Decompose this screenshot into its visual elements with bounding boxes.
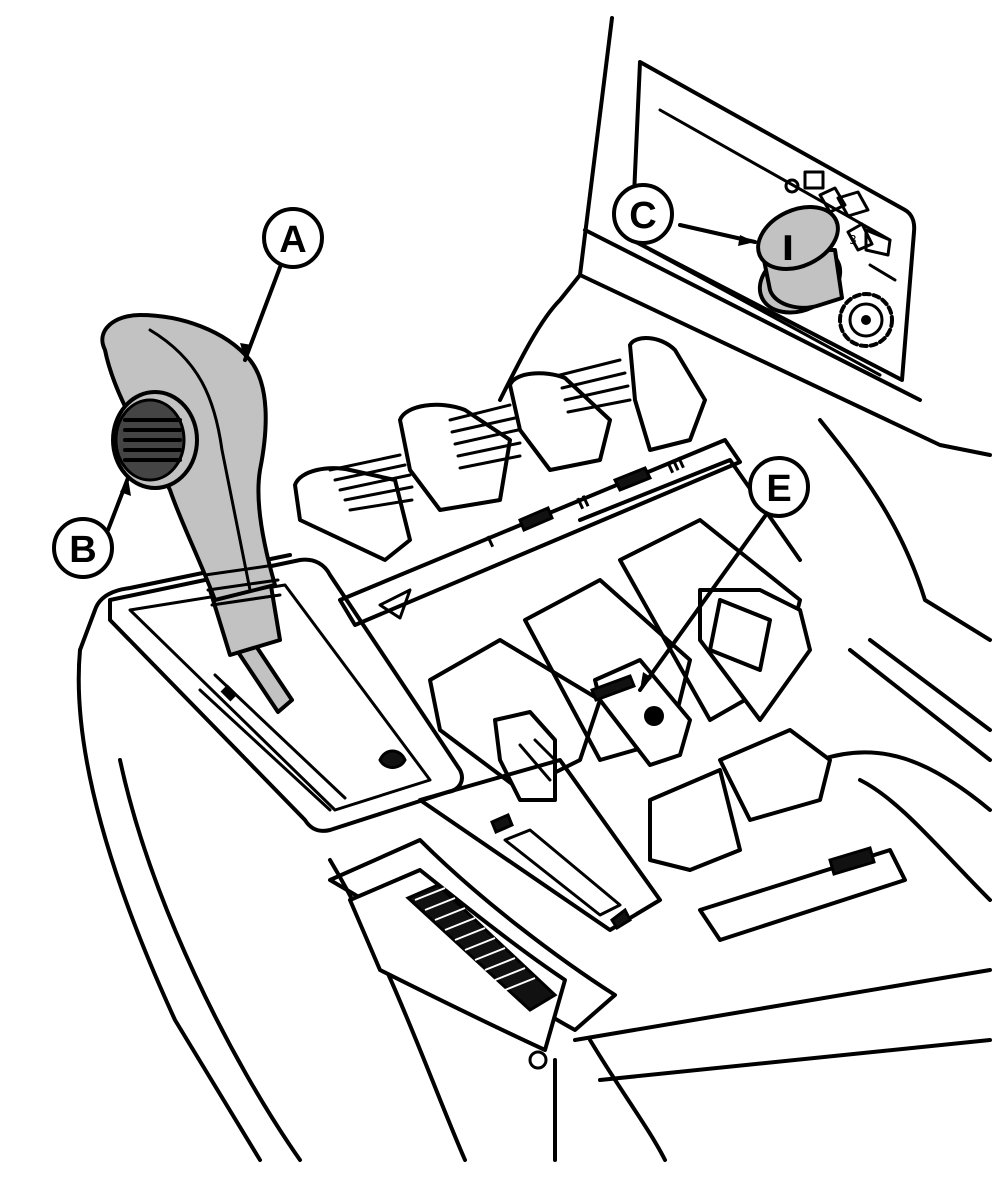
ribbed-grip <box>328 453 414 512</box>
shift-button-b[interactable] <box>111 390 199 490</box>
turtle-icon <box>518 506 554 532</box>
mode-position-icons: 3 <box>784 170 897 282</box>
leader-a <box>243 260 284 362</box>
ribbed-grip <box>558 358 632 414</box>
hydraulic-lever-right[interactable] <box>698 588 812 722</box>
switch-panel: 3 I <box>630 60 917 382</box>
leader-e <box>638 510 770 692</box>
slider-start-icon <box>490 813 514 834</box>
hitch-icon <box>378 749 407 769</box>
svg-text:B: B <box>69 529 96 571</box>
gear-shift-lever[interactable] <box>100 313 294 714</box>
pto-gear-icon <box>838 292 894 348</box>
knurled-grip <box>123 418 182 462</box>
upper-lever-row <box>293 336 707 562</box>
switch-c-position-label: I <box>782 229 795 269</box>
hitch-decal <box>698 846 907 942</box>
callout-leaders <box>106 223 770 692</box>
hydraulic-lever-center[interactable] <box>493 710 557 802</box>
svg-text:3: 3 <box>849 233 857 247</box>
slider-end-icon <box>610 907 632 931</box>
callout-e: E <box>748 456 810 518</box>
console-body <box>76 16 992 1162</box>
callout-c: C <box>612 183 674 245</box>
rotary-switch-c[interactable]: I <box>748 195 851 325</box>
rabbit-icon <box>612 466 653 492</box>
ribbed-grip <box>448 403 522 470</box>
svg-text:C: C <box>629 195 656 237</box>
small-lever-center[interactable] <box>648 768 742 872</box>
callout-a: A <box>262 207 324 269</box>
svg-text:E: E <box>766 468 791 510</box>
callout-b: B <box>52 517 114 579</box>
small-lever-right[interactable] <box>718 728 832 822</box>
thumbwheel[interactable] <box>405 883 558 1012</box>
svg-text:A: A <box>279 219 306 261</box>
lever-e[interactable] <box>590 658 692 767</box>
thumbwheel-housing <box>328 838 617 1070</box>
slider-panel <box>418 758 662 932</box>
